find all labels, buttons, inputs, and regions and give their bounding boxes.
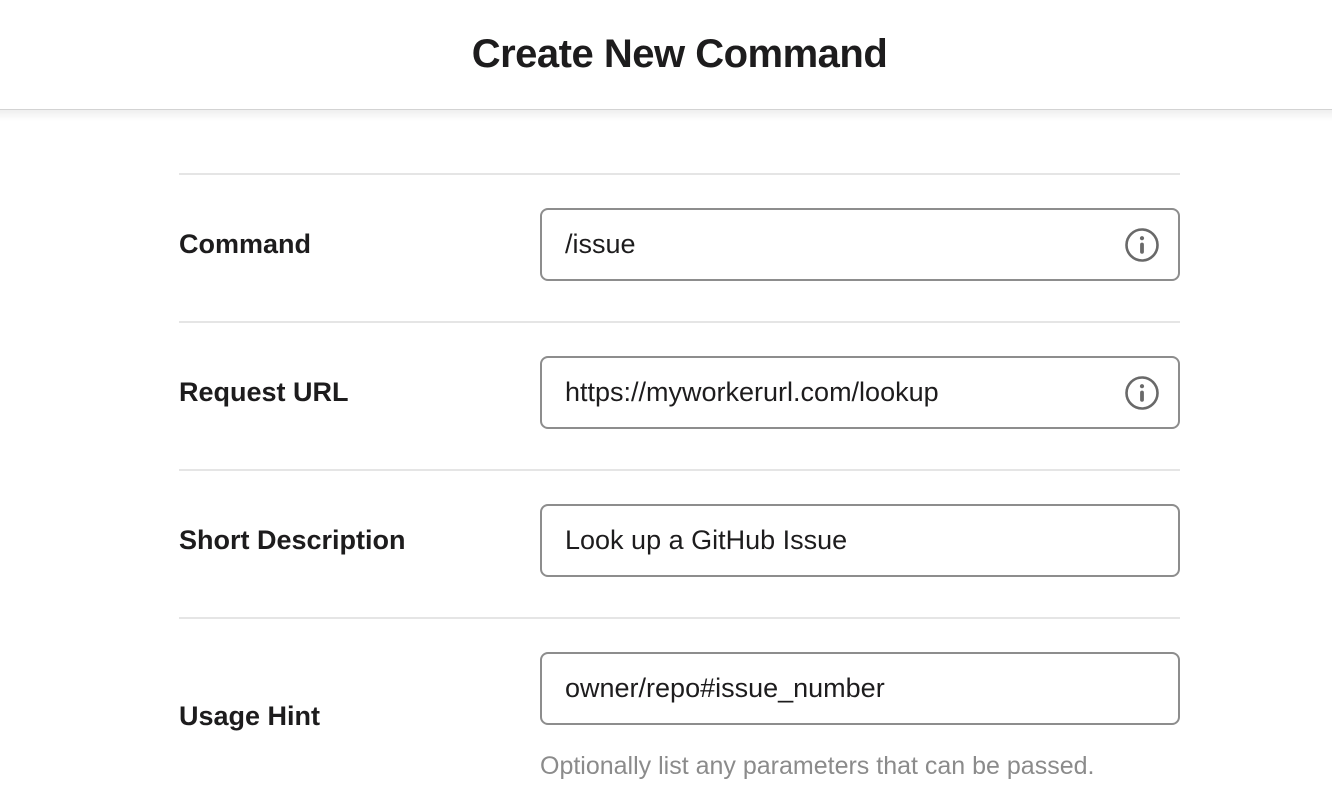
field-label-col: Request URL <box>179 377 540 408</box>
usage-hint-input[interactable] <box>540 652 1180 725</box>
request-url-input[interactable] <box>540 356 1180 429</box>
input-wrap <box>540 208 1180 281</box>
modal-header: Create New Command <box>0 0 1332 121</box>
form-row: Short Description <box>179 469 1180 617</box>
field-label-col: Usage Hint <box>179 701 540 732</box>
form-row: Command <box>179 173 1180 321</box>
field-col: Optionally list any parameters that can … <box>540 652 1180 781</box>
short-description-input[interactable] <box>540 504 1180 577</box>
field-label: Short Description <box>179 525 406 555</box>
field-helper-text: Optionally list any parameters that can … <box>540 752 1095 780</box>
field-label: Usage Hint <box>179 701 321 731</box>
field-label: Command <box>179 229 312 259</box>
input-wrap <box>540 356 1180 429</box>
input-wrap <box>540 504 1180 577</box>
field-col <box>540 356 1180 429</box>
command-input[interactable] <box>540 208 1180 281</box>
info-circle-icon[interactable] <box>1124 375 1160 411</box>
field-label-col: Short Description <box>179 525 540 556</box>
input-wrap <box>540 652 1180 725</box>
field-label: Request URL <box>179 377 349 407</box>
field-label-col: Command <box>179 229 540 260</box>
create-command-form: Command Request URL <box>179 110 1180 810</box>
page-title: Create New Command <box>471 32 888 76</box>
form-row: Request URL <box>179 321 1180 469</box>
field-col <box>540 504 1180 577</box>
info-circle-icon[interactable] <box>1124 227 1160 263</box>
field-col <box>540 208 1180 281</box>
form-row: Usage Hint Optionally list any parameter… <box>179 617 1180 810</box>
modal-header-inner: Create New Command <box>179 0 1180 109</box>
